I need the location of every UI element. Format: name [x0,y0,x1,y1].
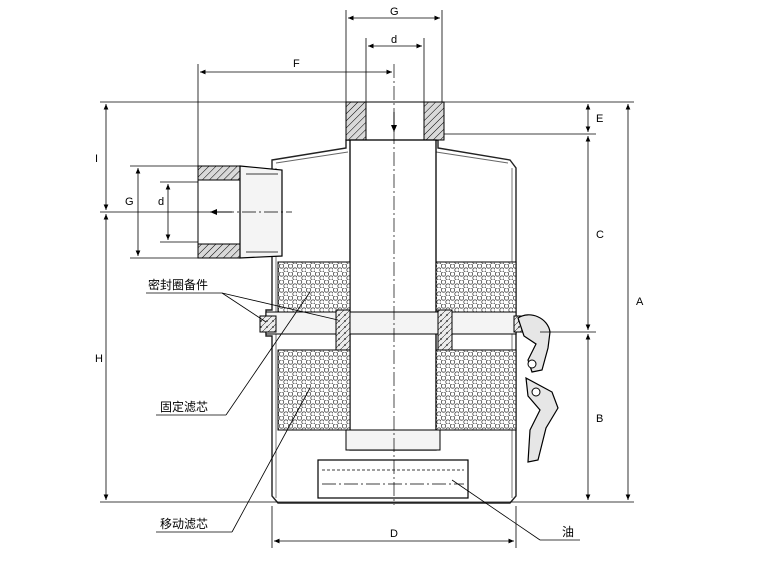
dim-g-side: G [125,196,134,208]
dim-g-top: G [390,6,399,18]
dim-e: E [596,113,603,125]
dim-h: H [95,353,103,365]
dim-d-top: d [391,34,397,46]
label-seal-kit: 密封圈备件 [148,277,208,292]
dim-d-bottom: D [390,528,398,540]
dim-f: F [293,58,300,70]
latch-clamp [517,314,559,463]
dim-c: C [596,229,604,241]
callout-leaders [146,291,580,541]
top-inlet [345,101,445,451]
label-moving-filter: 移动滤芯 [160,517,208,531]
oil-reservoir [317,459,469,499]
dim-i: I [95,153,98,165]
moving-filter-element [277,349,517,451]
dim-a: A [636,296,644,308]
dim-b: B [596,413,603,425]
side-outlet [197,165,292,259]
label-fixed-filter: 固定滤芯 [160,399,208,414]
dim-d-side: d [158,196,164,208]
label-oil: 油 [562,525,574,539]
dimension-lines [100,10,634,548]
